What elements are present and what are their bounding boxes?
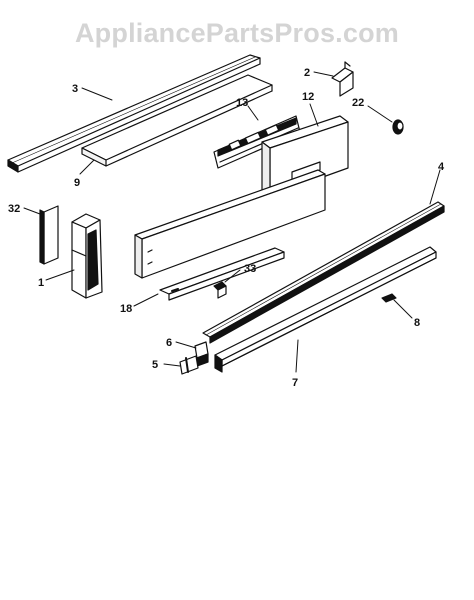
- part-22-knob: [392, 119, 404, 135]
- callout-6: 6: [166, 337, 172, 349]
- part-3-trim-rail: [7, 54, 261, 173]
- part-18-lower-strip: [159, 247, 285, 301]
- callout-18: 18: [120, 303, 132, 315]
- callout-13: 13: [236, 97, 248, 109]
- leader-lines: [23, 71, 441, 373]
- part-9-top-panel: [81, 74, 273, 167]
- part-5-end-bracket: [179, 355, 199, 375]
- part-12-control-panel: [261, 115, 349, 197]
- callout-8: 8: [414, 317, 420, 329]
- part-7-lower-rail: [214, 246, 437, 373]
- callout-5: 5: [152, 359, 158, 371]
- callouts: 3 2 22 13 12 9 32 1 33 18 4 6 5 7 8: [8, 67, 445, 389]
- part-1-side-support: [71, 213, 103, 299]
- callout-1: 1: [38, 277, 44, 289]
- backguard-panel: [134, 169, 326, 279]
- callout-12: 12: [302, 91, 314, 103]
- part-33-clip: [213, 281, 227, 299]
- watermark: AppliancePartsPros.com: [74, 18, 399, 48]
- part-32-bracket: [39, 205, 59, 265]
- part-8-clip: [381, 293, 397, 303]
- part-2-bracket: [331, 61, 354, 97]
- callout-22: 22: [352, 97, 364, 109]
- callout-32: 32: [8, 203, 20, 215]
- callout-33: 33: [244, 263, 256, 275]
- callout-3: 3: [72, 83, 78, 95]
- callout-7: 7: [292, 377, 298, 389]
- part-13-control-board: [213, 115, 301, 169]
- callout-9: 9: [74, 177, 80, 189]
- callout-2: 2: [304, 67, 310, 79]
- part-4-lower-trim: [202, 201, 445, 344]
- callout-4: 4: [438, 161, 445, 173]
